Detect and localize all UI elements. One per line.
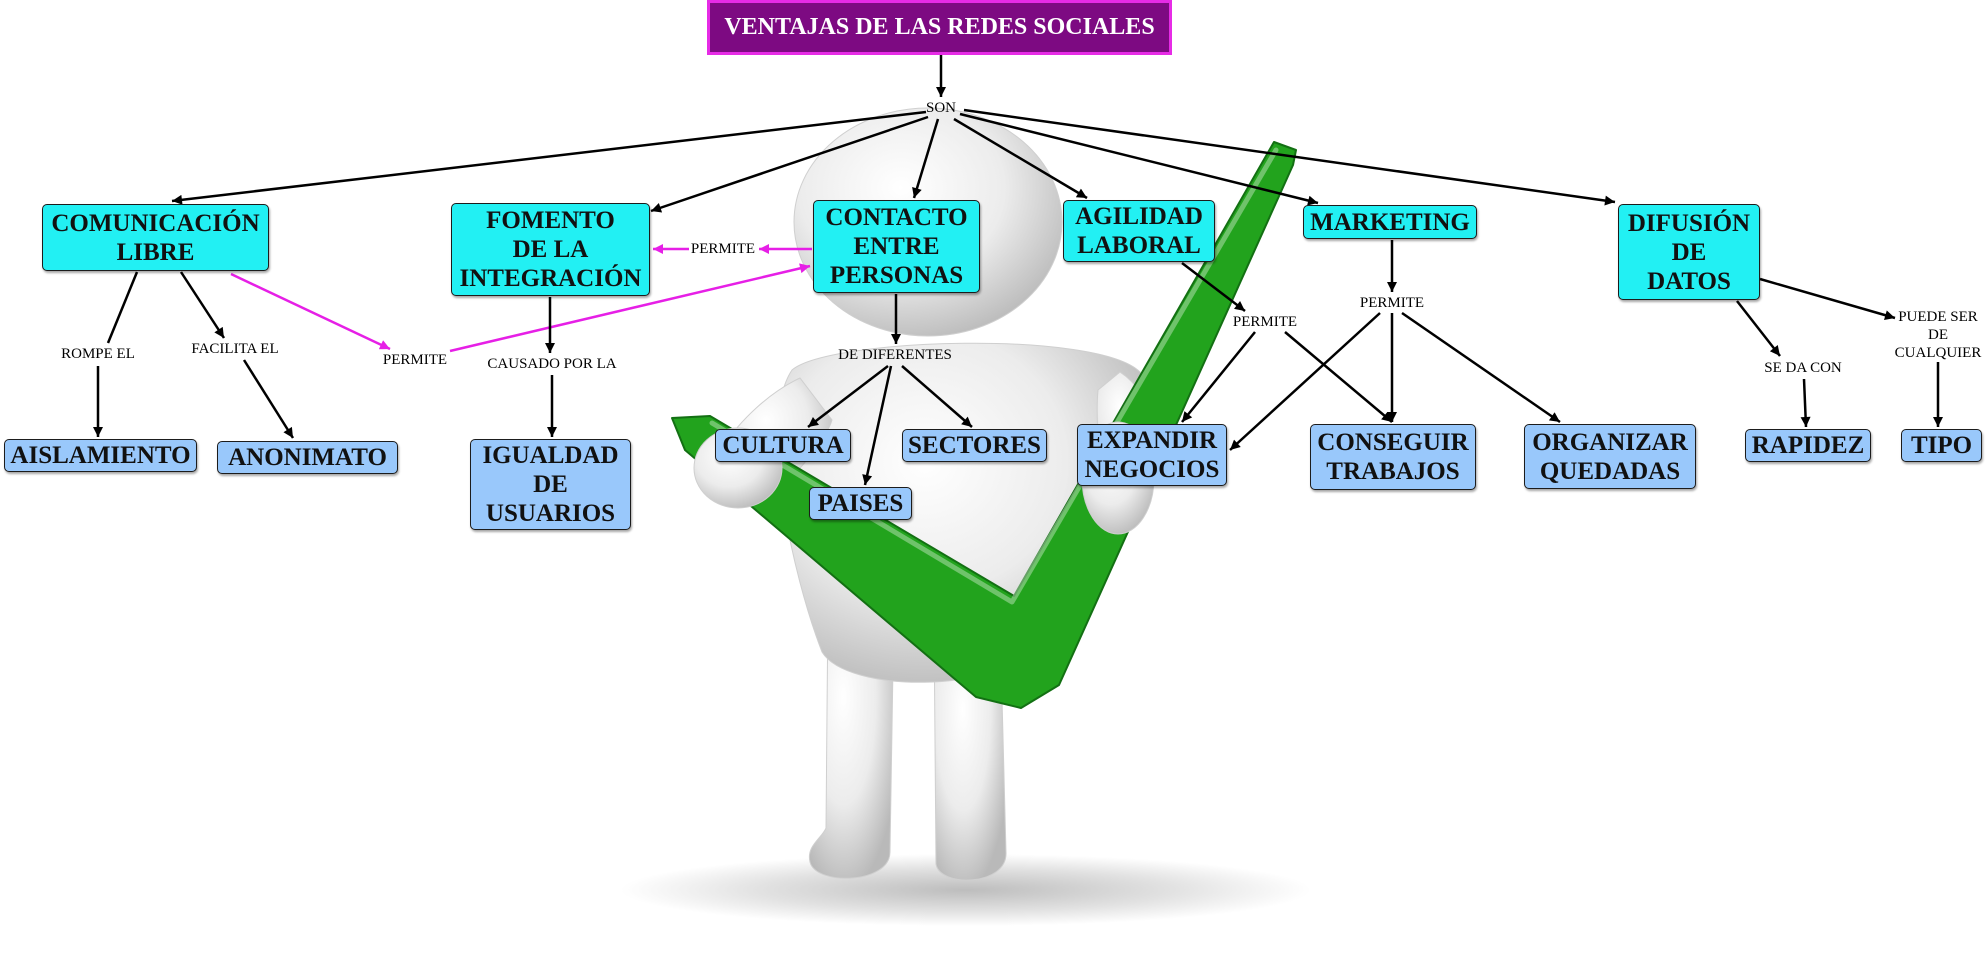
- arrow-permite-to-contacto: [449, 263, 811, 353]
- arrow-permite-marketing-to-expandir: [1229, 312, 1381, 451]
- arrow-comunicacion-to-facilita: [179, 271, 226, 339]
- arrow-permite-agilidad-to-conseguir: [1284, 331, 1393, 423]
- link-label-puede-ser-de-cualquier: PUEDE SER DE CUALQUIER: [1894, 309, 1982, 361]
- arrow-son-to-contacto: [912, 118, 940, 199]
- link-label-causado-por-la: CAUSADO POR LA: [487, 356, 617, 372]
- arrow-difusion-to-puede-ser: [1759, 277, 1896, 321]
- concept-sectores: SECTORES: [902, 429, 1047, 462]
- link-label-permite-comunicacion: PERMITE: [382, 352, 448, 368]
- concept-anonimato: ANONIMATO: [217, 441, 398, 474]
- link-label-de-diferentes: DE DIFERENTES: [838, 347, 952, 363]
- concept-contacto-personas: CONTACTO ENTRE PERSONAS: [813, 200, 980, 293]
- concept-conseguir-trabajos: CONSEGUIR TRABAJOS: [1310, 424, 1476, 490]
- concept-rapidez: RAPIDEZ: [1745, 429, 1871, 462]
- arrow-se-da-con-to-rapidez: [1800, 378, 1811, 428]
- link-label-permite-agilidad: PERMITE: [1232, 314, 1298, 330]
- arrow-diferentes-to-paises: [862, 365, 893, 486]
- concept-aislamiento: AISLAMIENTO: [4, 439, 197, 472]
- arrow-comunicacion-to-permite: [230, 272, 391, 351]
- link-label-permite-contacto: PERMITE: [690, 241, 756, 257]
- link-label-facilita-el: FACILITA EL: [191, 341, 279, 357]
- concept-agilidad-laboral: AGILIDAD LABORAL: [1063, 200, 1215, 262]
- arrow-son-to-difusion: [963, 108, 1616, 206]
- arrow-diferentes-to-cultura: [807, 365, 889, 428]
- green-checkmark-icon: [671, 141, 1297, 709]
- arrow-son-to-agilidad: [953, 117, 1088, 200]
- arrow-son-to-comunicacion: [171, 110, 927, 205]
- checkmark-highlight: [709, 147, 1279, 605]
- arrow-permite-agilidad-to-expandir: [1181, 331, 1256, 423]
- arrow-facilita-to-anonimato: [242, 359, 295, 439]
- concept-expandir-negocios: EXPANDIR NEGOCIOS: [1077, 424, 1227, 486]
- arrow-difusion-to-se-da-con: [1736, 300, 1781, 357]
- link-label-se-da-con: SE DA CON: [1764, 360, 1842, 376]
- link-label-permite-marketing: PERMITE: [1359, 295, 1425, 311]
- figure-shadow: [621, 854, 1311, 926]
- concept-marketing: MARKETING: [1303, 205, 1477, 239]
- arrow-son-to-marketing: [959, 112, 1319, 206]
- arrow-agilidad-to-permite: [1181, 262, 1246, 312]
- concept-difusion-datos: DIFUSIÓN DE DATOS: [1618, 204, 1760, 300]
- concept-tipo: TIPO: [1901, 429, 1982, 462]
- concept-cultura: CULTURA: [715, 429, 851, 462]
- concept-fomento-integracion: FOMENTO DE LA INTEGRACIÓN: [451, 203, 650, 296]
- arrow-permite-marketing-to-organizar: [1401, 311, 1561, 424]
- concept-organizar-quedadas: ORGANIZAR QUEDADAS: [1524, 424, 1696, 489]
- map-title: VENTAJAS DE LAS REDES SOCIALES: [707, 0, 1172, 55]
- concept-paises: PAISES: [809, 487, 912, 520]
- concept-igualdad-usuarios: IGUALDAD DE USUARIOS: [470, 439, 631, 530]
- arrow-son-to-fomento: [650, 115, 929, 213]
- line-comunicacion-to-rompe: [106, 271, 139, 344]
- link-label-rompe-el: ROMPE EL: [61, 346, 135, 362]
- link-label-son: SON: [925, 100, 957, 116]
- arrow-diferentes-to-sectores: [901, 365, 973, 428]
- concept-comunicacion-libre: COMUNICACIÓN LIBRE: [42, 204, 269, 271]
